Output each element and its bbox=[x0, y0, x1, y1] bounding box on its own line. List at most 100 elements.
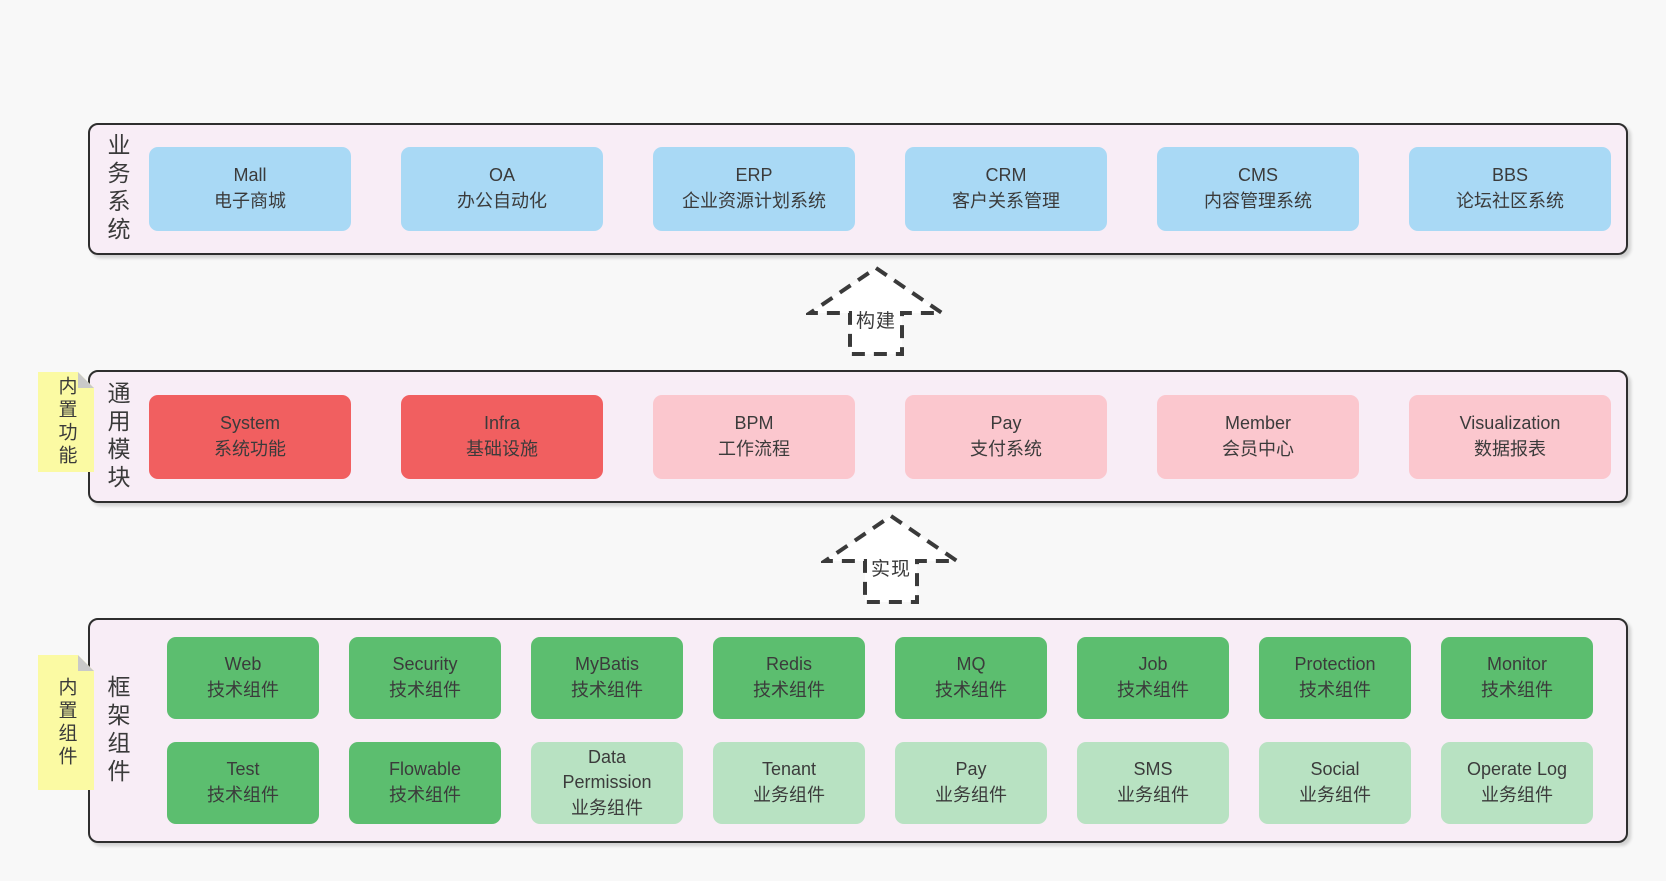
node-name: Tenant bbox=[761, 759, 817, 780]
node-name: System bbox=[219, 412, 280, 433]
node-desc: 技术组件 bbox=[207, 785, 279, 805]
node-name: BPM bbox=[734, 412, 774, 433]
node-visualization: Visualization 数据报表 bbox=[1409, 394, 1611, 479]
node-erp: ERP 企业资源计划系统 bbox=[653, 147, 855, 231]
node-security: Security 技术组件 bbox=[349, 637, 501, 719]
node-mall: Mall 电子商城 bbox=[149, 147, 351, 231]
node-row: System 系统功能 Infra 基础设施 BPM 工作流程 Pay 支付系统 Member 会… bbox=[144, 394, 1616, 479]
node-desc: 业务组件 bbox=[935, 785, 1007, 805]
node-name: Mall bbox=[233, 165, 267, 186]
sticky-note-builtin-features-text: 内置功能 bbox=[55, 376, 77, 468]
node-desc: 技术组件 bbox=[1117, 680, 1189, 700]
node-name: Data Permission bbox=[562, 746, 652, 793]
node-desc: 技术组件 bbox=[935, 680, 1007, 700]
node-name: Visualization bbox=[1459, 412, 1561, 433]
layer-label-common-modules: 通用模块 bbox=[104, 380, 130, 493]
node-web: Web 技术组件 bbox=[167, 637, 319, 719]
layer-common-modules: 通用模块 System 系统功能 Infra 基础设施 BPM 工作流程 Pay 支付系统 Me… bbox=[88, 370, 1628, 503]
node-desc: 技术组件 bbox=[571, 680, 643, 700]
node-bpm: BPM 工作流程 bbox=[653, 394, 855, 479]
node-operate-log: Operate Log 业务组件 bbox=[1441, 742, 1593, 824]
node-pay: Pay 业务组件 bbox=[895, 742, 1047, 824]
node-pay: Pay 支付系统 bbox=[905, 394, 1107, 479]
node-desc: 电子商城 bbox=[214, 191, 286, 211]
node-desc: 技术组件 bbox=[1481, 680, 1553, 700]
node-mq: MQ 技术组件 bbox=[895, 637, 1047, 719]
layer-label-business-systems: 业务系统 bbox=[104, 133, 130, 245]
node-name: CMS bbox=[1238, 165, 1278, 186]
sticky-note-builtin-components: 内置组件 bbox=[38, 655, 94, 790]
node-desc: 数据报表 bbox=[1474, 438, 1546, 459]
arrow-implement: 实现 bbox=[821, 513, 961, 605]
node-name: Member bbox=[1224, 412, 1291, 433]
node-desc: 技术组件 bbox=[1299, 680, 1371, 700]
node-protection: Protection 技术组件 bbox=[1259, 637, 1411, 719]
node-name: Operate Log bbox=[1466, 759, 1568, 780]
node-name: Pay bbox=[955, 759, 987, 780]
node-name: Job bbox=[1138, 654, 1168, 675]
node-monitor: Monitor 技术组件 bbox=[1441, 637, 1593, 719]
node-name: Flowable bbox=[388, 759, 462, 780]
node-name: Pay bbox=[990, 412, 1022, 433]
node-name: Security bbox=[392, 654, 458, 675]
node-data-permission: Data Permission 业务组件 bbox=[531, 742, 683, 824]
node-redis: Redis 技术组件 bbox=[713, 637, 865, 719]
layer-body-common-modules: System 系统功能 Infra 基础设施 BPM 工作流程 Pay 支付系统 Member 会… bbox=[144, 372, 1626, 501]
arrow-build-label: 构建 bbox=[852, 305, 900, 334]
node-member: Member 会员中心 bbox=[1157, 394, 1359, 479]
node-system: System 系统功能 bbox=[149, 394, 351, 479]
node-name: Test bbox=[226, 759, 260, 780]
node-desc: 技术组件 bbox=[389, 785, 461, 805]
node-name: BBS bbox=[1491, 165, 1529, 186]
node-desc: 基础设施 bbox=[466, 438, 538, 459]
node-name: Monitor bbox=[1486, 654, 1548, 675]
node-infra: Infra 基础设施 bbox=[401, 394, 603, 479]
node-desc: 技术组件 bbox=[207, 680, 279, 700]
node-desc: 支付系统 bbox=[970, 438, 1042, 459]
node-desc: 技术组件 bbox=[389, 680, 461, 700]
node-flowable: Flowable 技术组件 bbox=[349, 742, 501, 824]
node-name: SMS bbox=[1133, 759, 1173, 780]
node-test: Test 技术组件 bbox=[167, 742, 319, 824]
node-desc: 业务组件 bbox=[1117, 785, 1189, 805]
arrow-build: 构建 bbox=[806, 265, 946, 357]
node-name: Protection bbox=[1294, 654, 1376, 675]
node-desc: 企业资源计划系统 bbox=[682, 191, 826, 211]
node-desc: 技术组件 bbox=[753, 680, 825, 700]
node-name: MyBatis bbox=[574, 654, 639, 675]
node-name: OA bbox=[488, 165, 515, 186]
node-cms: CMS 内容管理系统 bbox=[1157, 147, 1359, 231]
node-desc: 系统功能 bbox=[214, 438, 286, 459]
sticky-note-builtin-features: 内置功能 bbox=[38, 372, 94, 472]
node-mybatis: MyBatis 技术组件 bbox=[531, 637, 683, 719]
node-desc: 内容管理系统 bbox=[1204, 191, 1312, 211]
node-desc: 业务组件 bbox=[1481, 785, 1553, 805]
node-crm: CRM 客户关系管理 bbox=[905, 147, 1107, 231]
node-row: Test 技术组件 Flowable 技术组件 Data Permission 业务组件 T… bbox=[144, 742, 1616, 824]
node-name: Social bbox=[1310, 759, 1360, 780]
node-name: Redis bbox=[765, 654, 813, 675]
node-desc: 客户关系管理 bbox=[952, 191, 1060, 211]
node-desc: 业务组件 bbox=[1299, 785, 1371, 805]
node-name: ERP bbox=[735, 165, 773, 186]
node-bbs: BBS 论坛社区系统 bbox=[1409, 147, 1611, 231]
node-desc: 会员中心 bbox=[1222, 438, 1294, 459]
node-job: Job 技术组件 bbox=[1077, 637, 1229, 719]
node-sms: SMS 业务组件 bbox=[1077, 742, 1229, 824]
node-name: MQ bbox=[956, 654, 986, 675]
node-desc: 业务组件 bbox=[571, 797, 643, 818]
node-desc: 工作流程 bbox=[718, 438, 790, 459]
arrow-implement-label: 实现 bbox=[867, 553, 915, 582]
layer-label-framework-components: 框架组件 bbox=[104, 674, 130, 787]
node-social: Social 业务组件 bbox=[1259, 742, 1411, 824]
node-name: CRM bbox=[985, 165, 1027, 186]
node-desc: 论坛社区系统 bbox=[1456, 191, 1564, 211]
node-name: Infra bbox=[483, 412, 521, 433]
node-name: Web bbox=[224, 654, 262, 675]
